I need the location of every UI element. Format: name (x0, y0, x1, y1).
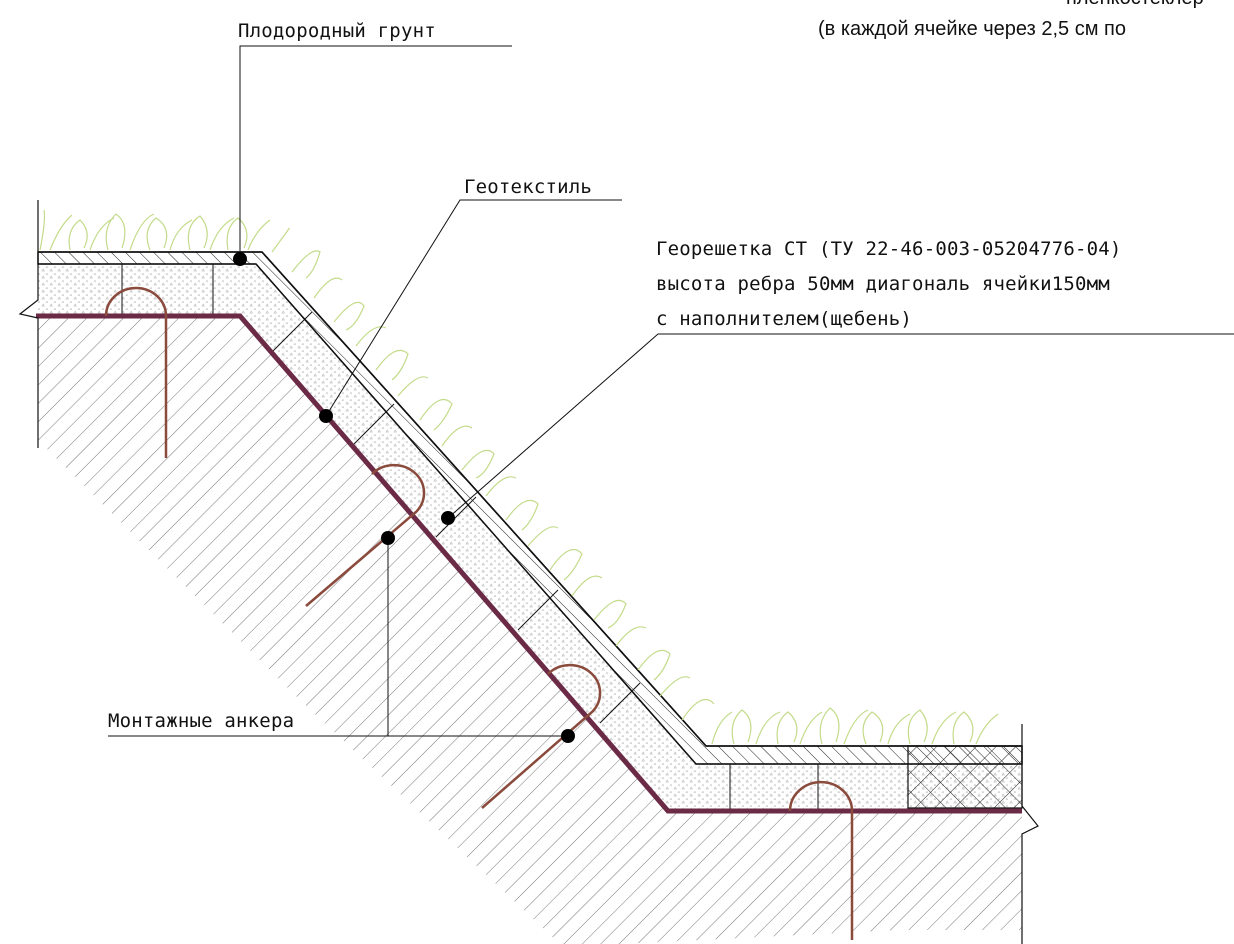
label-geogrid-line-2: высота ребра 50мм диагональ ячейки150мм (656, 273, 1110, 295)
label-geogrid-line-3: с наполнителем(щебень) (656, 308, 913, 330)
label-mounting-anchors: Монтажные анкера (108, 710, 295, 732)
anchor-1 (104, 286, 168, 458)
anchor-2 (305, 463, 426, 607)
break-line-left (18, 200, 39, 448)
anchor-4 (788, 780, 854, 940)
top-right-note-line-1: пленкостеклер (1066, 0, 1204, 10)
break-line-right (1021, 724, 1039, 944)
label-geotextile: Геотекстиль (464, 176, 593, 198)
label-fertile-soil: Плодородный грунт (238, 20, 436, 42)
anchor-3 (481, 663, 602, 809)
fertile-soil-block (907, 745, 1023, 809)
grass (39, 209, 999, 745)
leader-dots (233, 252, 575, 743)
geotextile-base-line (36, 313, 1022, 814)
mounting-anchors (104, 286, 854, 940)
label-geogrid-line-1: Георешетка СТ (ТУ 22-46-003-05204776-04) (656, 238, 1122, 260)
top-right-note-line-2: (в каждой ячейке через 2,5 см по (818, 18, 1126, 40)
leader-lines (108, 45, 1234, 737)
